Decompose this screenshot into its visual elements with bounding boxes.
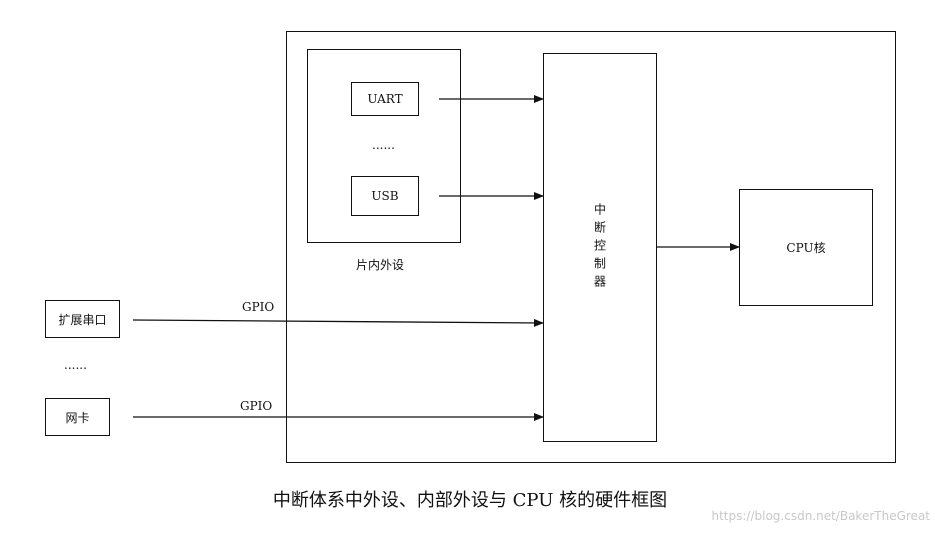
gpio-label-top: GPIO (242, 300, 275, 314)
usb-label: USB (371, 189, 399, 203)
interrupt-controller-label: 中断控制器 (592, 202, 607, 293)
figure-caption: 中断体系中外设、内部外设与 CPU 核的硬件框图 (272, 490, 668, 511)
onchip-group-label: 片内外设 (356, 258, 405, 272)
gpio-label-bottom: GPIO (240, 399, 273, 413)
cpu-core-label: CPU核 (786, 241, 826, 255)
watermark: https://blog.csdn.net/BakerTheGreat (711, 509, 930, 523)
onchip-peripheral-group (307, 49, 461, 243)
uart-label: UART (367, 92, 403, 106)
ext-serial-block: 扩展串口 (45, 300, 120, 338)
network-card-block: 网卡 (45, 398, 110, 436)
system-frame (286, 31, 896, 463)
interrupt-controller-block: 中断控制器 (543, 53, 657, 442)
arrow-serial-to-controller (132, 318, 544, 327)
usb-block: USB (351, 176, 419, 216)
network-card-label: 网卡 (65, 410, 90, 425)
onchip-ellipsis: ...... (372, 138, 395, 152)
ext-serial-label: 扩展串口 (58, 312, 107, 327)
uart-block: UART (351, 82, 419, 116)
external-ellipsis: ...... (64, 358, 87, 372)
